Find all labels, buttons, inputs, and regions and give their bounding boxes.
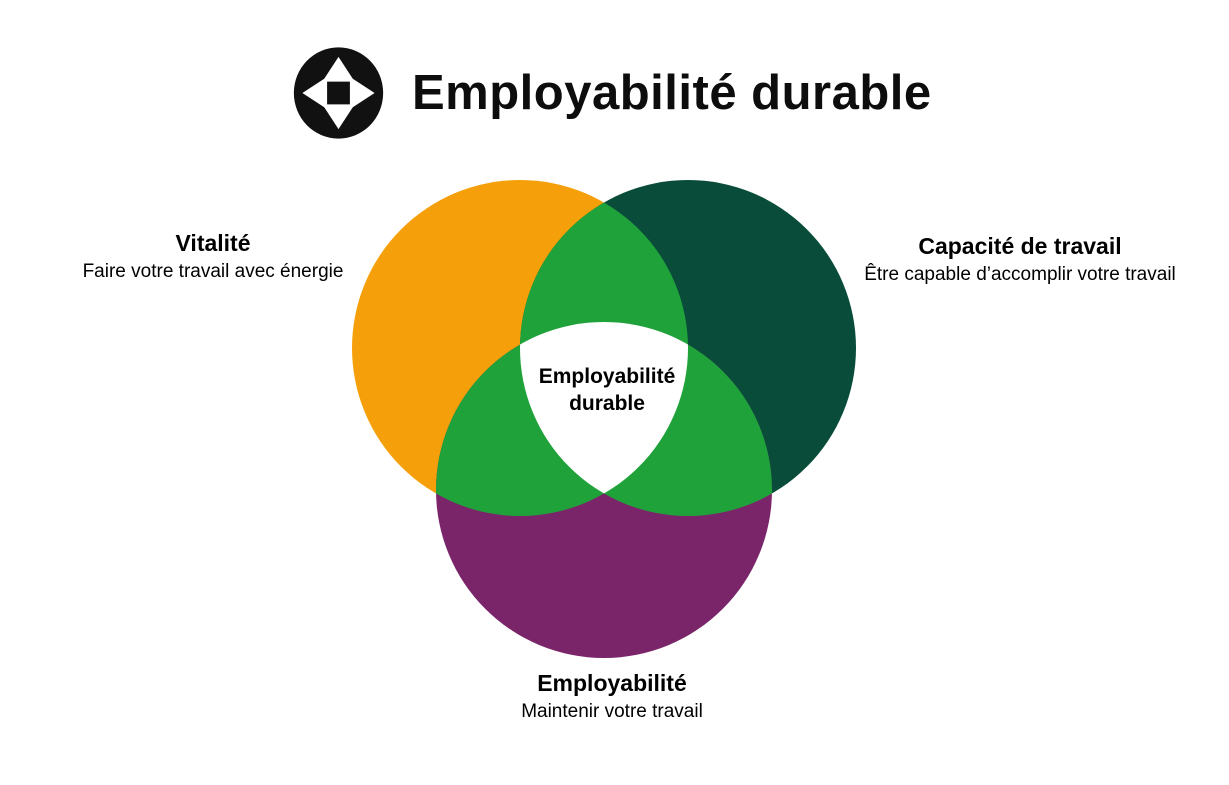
label-employability-description: Maintenir votre travail [521, 701, 703, 723]
label-employability-title: Employabilité [537, 670, 687, 696]
page-title: Employabilité durable [412, 66, 932, 120]
move-arrows-logo-icon [291, 45, 386, 141]
center-intersection-region [520, 322, 688, 516]
label-employability: Employabilité Maintenir votre travail [462, 670, 762, 724]
label-vitality-description: Faire votre travail avec énergie [82, 261, 344, 283]
header: Employabilité durable [291, 44, 932, 142]
label-vitality-title: Vitalité [175, 230, 251, 256]
label-work-capacity-title: Capacité de travail [918, 233, 1122, 259]
label-vitality: Vitalité Faire votre travail avec énergi… [38, 230, 388, 284]
label-work-capacity: Capacité de travail Être capable d’accom… [838, 233, 1202, 287]
center-label-line2: durable [569, 392, 645, 415]
center-intersection-label: Employabilité durable [539, 363, 676, 417]
center-label-line1: Employabilité [538, 365, 676, 388]
label-work-capacity-description: Être capable d’accomplir votre travail [864, 264, 1176, 286]
